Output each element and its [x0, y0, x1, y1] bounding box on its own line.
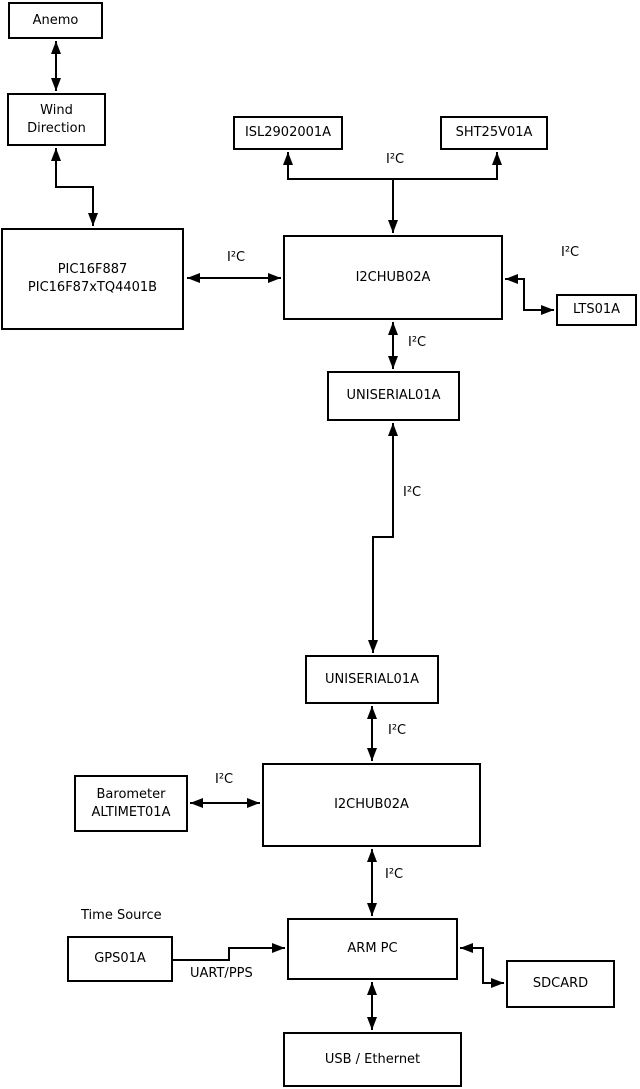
edge-label-i2c-uniserial-link: I²C: [403, 485, 422, 500]
node-arm-pc-label: ARM PC: [347, 941, 398, 957]
node-sdcard-label: SDCARD: [532, 976, 589, 992]
node-uniserial-2-label: UNISERIAL01A: [325, 671, 419, 687]
label-time-source: Time Source: [81, 908, 162, 923]
node-barometer: Barometer ALTIMET01A: [74, 775, 188, 832]
edge-label-i2c-barometer: I²C: [215, 772, 234, 787]
node-barometer-label: Barometer ALTIMET01A: [91, 786, 171, 820]
node-sdcard: SDCARD: [506, 960, 615, 1008]
node-arm-pc: ARM PC: [287, 918, 458, 980]
node-i2chub-1-label: I2CHUB02A: [355, 269, 431, 285]
node-i2chub-2-label: I2CHUB02A: [334, 797, 409, 813]
node-isl2902001a: ISL2902001A: [233, 116, 343, 150]
node-lts01a: LTS01A: [556, 294, 637, 326]
node-wind-direction-label: Wind Direction: [27, 102, 86, 136]
edge-wind-pic: [51, 148, 98, 226]
node-anemo-label: Anemo: [32, 12, 79, 28]
node-gps-label: GPS01A: [94, 951, 146, 967]
node-lts-label: LTS01A: [572, 302, 621, 318]
node-usb-ethernet: USB / Ethernet: [283, 1032, 462, 1087]
node-i2chub-2: I2CHUB02A: [262, 763, 481, 847]
edge-armpc-sdcard: [460, 943, 504, 988]
node-i2chub-1: I2CHUB02A: [283, 235, 503, 320]
node-sht25v01a: SHT25V01A: [440, 116, 548, 150]
node-pic-label: PIC16F887 PIC16F87xTQ4401B: [27, 262, 158, 295]
edge-label-i2c-hub1-uniserial1: I²C: [408, 335, 427, 350]
edge-label-i2c-sensor-bus: I²C: [386, 152, 405, 167]
edge-label-i2c-hub2-armpc: I²C: [385, 867, 404, 882]
edge-gps-armpc-uart: [173, 943, 285, 961]
node-usb-ethernet-label: USB / Ethernet: [324, 1051, 421, 1067]
node-anemo: Anemo: [8, 2, 103, 39]
node-wind-direction: Wind Direction: [7, 93, 106, 146]
node-uniserial-2: UNISERIAL01A: [305, 655, 439, 704]
node-uniserial-1-label: UNISERIAL01A: [346, 388, 441, 404]
node-gps01a: GPS01A: [67, 936, 173, 982]
node-sht-label: SHT25V01A: [455, 125, 533, 141]
edge-label-uart-pps: UART/PPS: [190, 966, 253, 981]
edge-label-i2c-lts: I²C: [561, 245, 580, 260]
edge-hub1-lts-i2c: [505, 274, 554, 315]
node-isl-label: ISL2902001A: [244, 125, 332, 141]
node-uniserial-1: UNISERIAL01A: [327, 371, 460, 421]
edge-label-i2c-uniserial2-hub2: I²C: [388, 723, 407, 738]
edge-uniserial1-uniserial2-i2c: [368, 423, 398, 653]
node-pic-microcontroller: PIC16F887 PIC16F87xTQ4401B: [1, 228, 184, 330]
edge-label-i2c-pic-hub1: I²C: [227, 250, 246, 265]
